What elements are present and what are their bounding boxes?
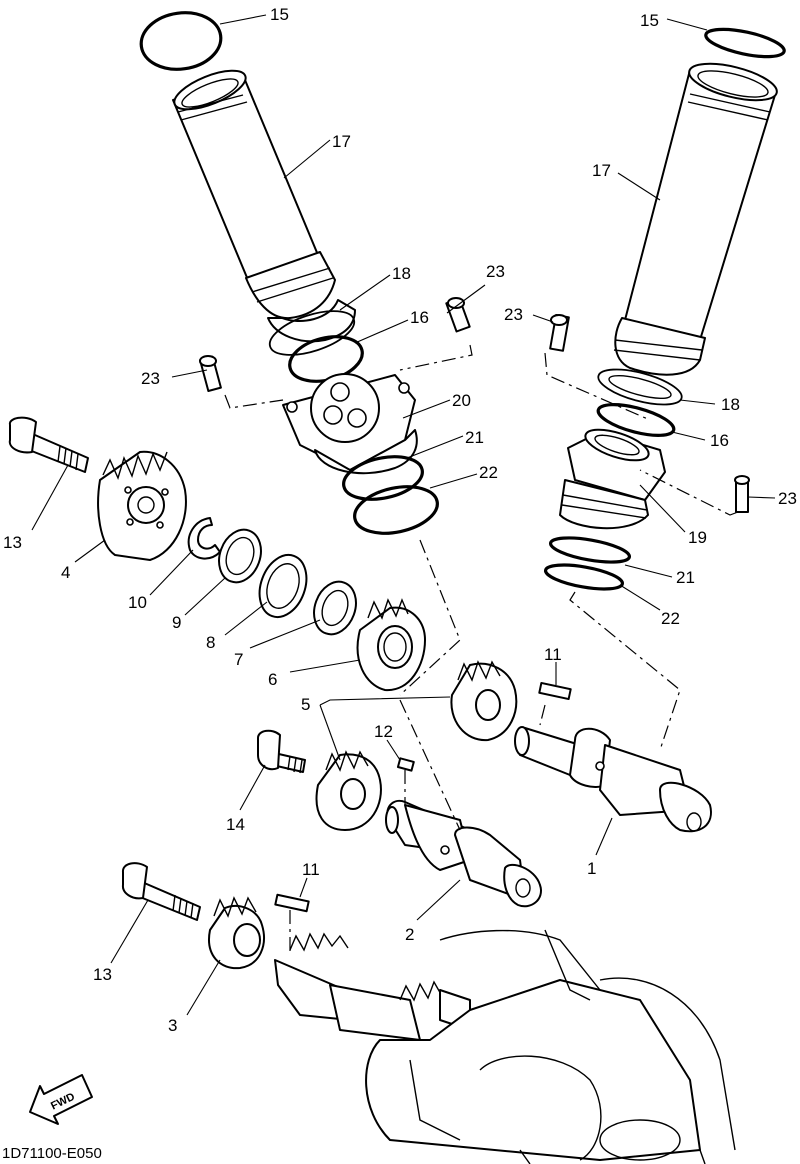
callout-21-right: 21 — [676, 568, 695, 587]
tube-guide-19 — [559, 428, 666, 530]
alignment-line-7 — [399, 699, 461, 831]
callout-15-left: 15 — [270, 5, 289, 24]
callout-2: 2 — [405, 925, 414, 944]
callout-23-b: 23 — [504, 305, 523, 324]
alignment-line-8 — [539, 704, 546, 726]
bolt-13-upper — [8, 416, 89, 473]
callout-21-left: 21 — [465, 428, 484, 447]
key-12 — [396, 757, 415, 772]
tube-17-right — [613, 62, 778, 376]
callout-10: 10 — [128, 593, 147, 612]
bolt-23-c — [199, 355, 222, 393]
callout-23-d: 23 — [778, 489, 797, 508]
o-ring-22-right — [543, 563, 625, 591]
callout-16-right: 16 — [710, 431, 729, 450]
washer-8 — [258, 554, 308, 618]
alignment-line-4 — [639, 469, 739, 516]
callout-17-left: 17 — [332, 132, 351, 151]
callout-5: 5 — [301, 695, 310, 714]
callout-9: 9 — [172, 613, 181, 632]
callout-23-a: 23 — [486, 262, 505, 281]
callout-23-c: 23 — [141, 369, 160, 388]
callout-18-right: 18 — [721, 395, 740, 414]
o-ring-21-left — [342, 455, 424, 501]
callout-8: 8 — [206, 633, 215, 652]
callout-20: 20 — [452, 391, 471, 410]
fwd-arrow-icon: FWD — [29, 1074, 93, 1125]
o-ring-21-right — [548, 536, 632, 564]
o-ring-15-right — [704, 27, 786, 59]
callout-15-right: 15 — [640, 11, 659, 30]
callout-22-right: 22 — [661, 609, 680, 628]
bolt-13-lower — [121, 862, 201, 921]
diagram-code: 1D71100-E050 — [2, 1145, 102, 1162]
gear-5-lower — [315, 750, 382, 831]
callout-labels: 15 15 17 17 18 18 16 16 23 23 23 23 20 2… — [3, 5, 797, 1035]
callout-12: 12 — [374, 722, 393, 741]
bolt-14 — [257, 729, 306, 774]
tube-flange-20 — [282, 373, 418, 475]
o-ring-16-right — [596, 403, 676, 437]
alignment-line-2 — [399, 344, 473, 371]
alignment-line-3 — [544, 352, 651, 421]
bolt-23-b — [549, 314, 570, 352]
alignment-line-5 — [399, 539, 461, 696]
callout-11-upper: 11 — [544, 645, 562, 664]
callout-3: 3 — [168, 1016, 177, 1035]
camshaft-2 — [385, 799, 542, 908]
gear-5-upper — [450, 660, 518, 742]
leader-lines — [31, 14, 776, 1016]
callout-16-left: 16 — [410, 308, 429, 327]
callout-13-upper: 13 — [3, 533, 22, 552]
circlip-10 — [187, 517, 221, 560]
callout-11-lower: 11 — [302, 860, 320, 879]
washer-9 — [218, 528, 262, 584]
callout-19: 19 — [688, 528, 707, 547]
o-ring-22-left — [353, 485, 439, 535]
tube-17-left — [172, 69, 356, 343]
callout-22-left: 22 — [479, 463, 498, 482]
callout-6: 6 — [268, 670, 277, 689]
gear-4 — [97, 450, 187, 561]
callout-13-lower: 13 — [93, 965, 112, 984]
washer-7 — [313, 580, 357, 636]
callout-18-left: 18 — [392, 264, 411, 283]
callout-17-right: 17 — [592, 161, 611, 180]
callout-4: 4 — [61, 563, 70, 582]
key-11-lower — [274, 893, 310, 913]
o-ring-15-left — [139, 11, 223, 71]
washer-18-left — [268, 310, 356, 356]
callout-7: 7 — [234, 650, 243, 669]
gear-3 — [208, 896, 265, 970]
bolt-23-d — [734, 475, 750, 513]
gear-6 — [356, 598, 426, 692]
alignment-line-1 — [224, 394, 284, 409]
alignment-line-6 — [569, 591, 681, 751]
key-11-upper — [538, 681, 572, 701]
bolt-23-a — [445, 297, 471, 333]
callout-1: 1 — [587, 859, 596, 878]
callout-14: 14 — [226, 815, 245, 834]
washer-18-right — [597, 368, 683, 406]
crankcase-outline — [274, 929, 736, 1164]
camshaft-1 — [514, 726, 712, 833]
